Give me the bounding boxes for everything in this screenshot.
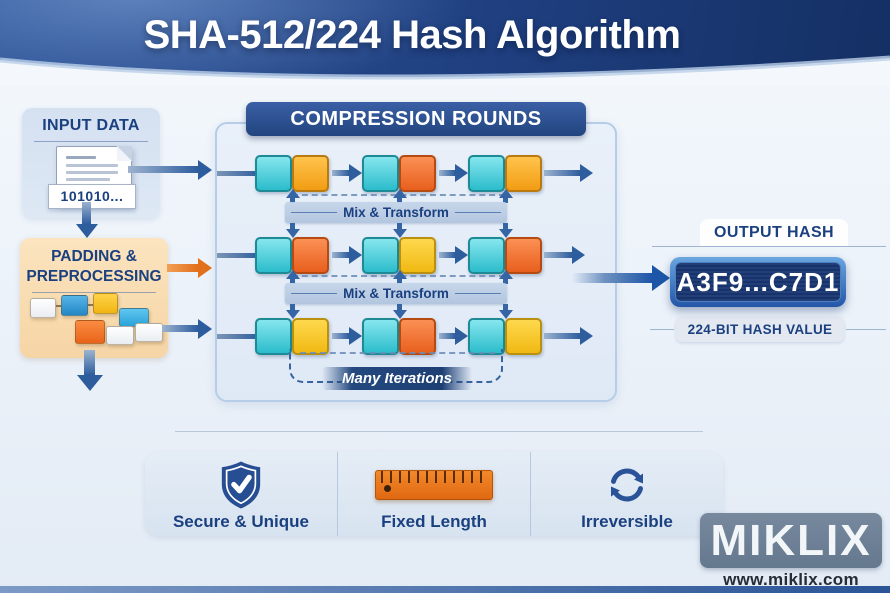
header-curve-decoration bbox=[0, 55, 890, 86]
data-block bbox=[106, 326, 134, 345]
input-title-rule bbox=[34, 141, 148, 142]
arrow-input-to-padding bbox=[82, 202, 91, 224]
mix-up-arrow bbox=[397, 198, 402, 203]
output-hash-box: A3F9...C7D1 bbox=[670, 257, 846, 307]
mix-down-arrow bbox=[503, 304, 508, 310]
mix-down-arrow bbox=[290, 223, 295, 229]
round-arrow bbox=[439, 333, 455, 339]
round-arrow bbox=[439, 170, 455, 176]
output-hash-title: OUTPUT HASH bbox=[700, 219, 848, 246]
round-arrow bbox=[332, 252, 349, 258]
padding-preprocessing-card: PADDING & PREPROCESSING bbox=[20, 238, 168, 358]
mix-up-arrow bbox=[290, 279, 295, 284]
feature-irreversible: Irreversible bbox=[530, 452, 723, 536]
mix-transform-bar-top: Mix & Transform bbox=[285, 202, 507, 223]
output-title-rule bbox=[652, 246, 886, 247]
hash-value: A3F9...C7D1 bbox=[675, 262, 841, 302]
state-register-pair bbox=[468, 237, 542, 274]
hash-length-caption: 224-BIT HASH VALUE bbox=[676, 317, 844, 342]
document-icon: 101010... bbox=[48, 146, 136, 209]
state-register-pair bbox=[362, 237, 436, 274]
state-register-pair bbox=[362, 318, 436, 355]
round-arrow bbox=[439, 252, 455, 258]
mix-down-arrow bbox=[290, 304, 295, 310]
mix-up-arrow bbox=[397, 279, 402, 284]
round-arrow bbox=[332, 333, 349, 339]
header-banner: SHA-512/224 Hash Algorithm bbox=[0, 0, 890, 86]
mix-transform-bar-bottom: Mix & Transform bbox=[285, 283, 507, 304]
data-block bbox=[135, 323, 163, 342]
data-block bbox=[75, 320, 105, 344]
miklix-logo: MIKLIX bbox=[700, 513, 882, 568]
bottom-accent-strip bbox=[0, 586, 890, 593]
round-arrow bbox=[544, 333, 580, 339]
mix-down-arrow bbox=[397, 304, 402, 310]
data-block bbox=[119, 308, 149, 327]
data-block bbox=[93, 293, 118, 314]
input-data-title: INPUT DATA bbox=[42, 117, 140, 134]
shield-check-icon bbox=[218, 460, 264, 510]
arrow-compression-to-output bbox=[572, 273, 652, 283]
round-arrow bbox=[544, 170, 580, 176]
binary-data-label: 101010... bbox=[48, 184, 136, 209]
state-register-pair bbox=[468, 155, 542, 192]
state-register-pair bbox=[255, 155, 329, 192]
state-register-pair bbox=[255, 318, 329, 355]
mix-up-arrow bbox=[503, 279, 508, 284]
ruler-icon bbox=[375, 460, 493, 510]
document-fold-corner bbox=[117, 146, 132, 161]
website-url: www.miklix.com bbox=[723, 570, 859, 589]
many-iterations-label: Many Iterations bbox=[322, 367, 472, 390]
data-block bbox=[30, 298, 56, 318]
state-register-pair bbox=[362, 155, 436, 192]
arrow-padding-down bbox=[84, 350, 95, 375]
features-divider-line bbox=[175, 431, 703, 432]
arrow-padding-to-compression bbox=[167, 264, 198, 272]
features-panel: Secure & Unique Fixed Length Irrever bbox=[145, 452, 723, 536]
round-arrow bbox=[544, 252, 572, 258]
cycle-icon bbox=[603, 460, 651, 510]
data-block bbox=[61, 295, 88, 316]
dashed-connector bbox=[300, 352, 495, 354]
page-title: SHA-512/224 Hash Algorithm bbox=[143, 13, 681, 57]
mix-down-arrow bbox=[503, 223, 508, 229]
round-arrow bbox=[332, 170, 349, 176]
compression-rounds-banner: COMPRESSION ROUNDS bbox=[246, 102, 586, 136]
feature-secure-unique: Secure & Unique bbox=[145, 452, 337, 536]
mix-up-arrow bbox=[290, 198, 295, 203]
state-register-pair bbox=[255, 237, 329, 274]
padding-title-rule bbox=[32, 292, 156, 294]
mix-up-arrow bbox=[503, 198, 508, 203]
arrow-input-to-compression bbox=[128, 166, 198, 173]
padding-title: PADDING & PREPROCESSING bbox=[26, 248, 162, 286]
arrow-blocks-to-compression bbox=[162, 325, 198, 332]
state-register-pair bbox=[468, 318, 542, 355]
mix-down-arrow bbox=[397, 223, 402, 229]
feature-fixed-length: Fixed Length bbox=[337, 452, 530, 536]
